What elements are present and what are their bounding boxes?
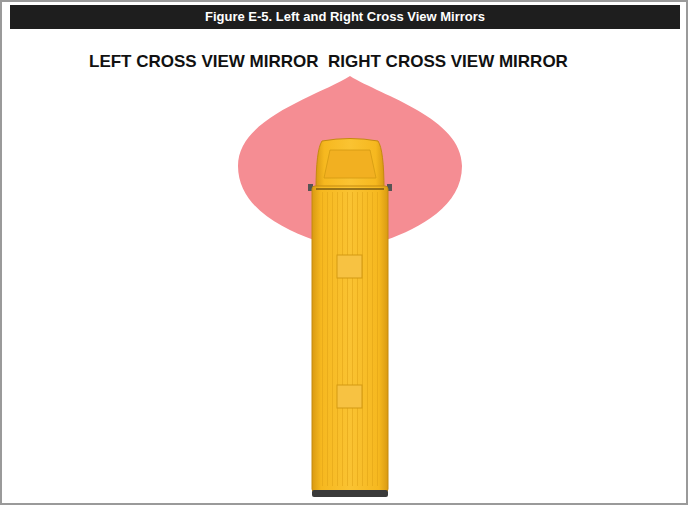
bus-body [312, 186, 388, 492]
bus-hood [316, 139, 384, 191]
mirror-label: RIGHT CROSS VIEW MIRROR [328, 52, 568, 72]
roof-ribs [318, 192, 382, 486]
roof-hatch [337, 385, 362, 408]
rear-bumper [312, 490, 388, 497]
mirror-label: LEFT CROSS VIEW MIRROR [89, 52, 319, 72]
windshield [316, 188, 384, 190]
figure-title: Figure E-5. Left and Right Cross View Mi… [205, 9, 485, 24]
hood-detail [324, 150, 376, 178]
roof-hatch [337, 255, 362, 278]
school-bus [308, 139, 392, 498]
